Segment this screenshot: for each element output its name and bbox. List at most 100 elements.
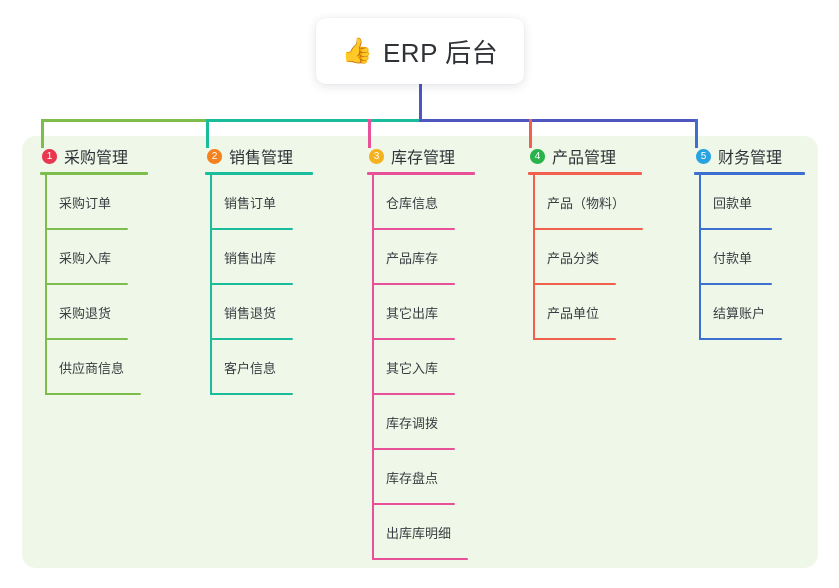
module-item[interactable]: 采购订单 [40,175,190,230]
module-header-rule-2 [205,172,313,175]
module-header-3[interactable]: 3 库存管理 [367,145,517,167]
root-node-title: ERP 后台 [382,37,499,68]
module-item[interactable]: 产品分类 [528,230,683,285]
module-item-label: 出库库明细 [386,526,452,541]
module-item-label: 客户信息 [224,361,277,376]
module-badge-3: 3 [369,148,384,164]
module-item-rule [210,228,293,230]
module-item[interactable]: 结算账户 [694,285,820,340]
module-item[interactable]: 产品（物料） [528,175,683,230]
module-item-label: 产品分类 [547,251,600,266]
module-item[interactable]: 付款单 [694,230,820,285]
module-badge-1: 1 [42,148,57,164]
module-item-rule [372,448,455,450]
module-item[interactable]: 供应商信息 [40,340,190,395]
module-item[interactable]: 产品单位 [528,285,683,340]
module-items-1: 采购订单采购入库采购退货供应商信息 [40,175,190,395]
module-item[interactable]: 销售出库 [205,230,355,285]
module-item-label: 销售退货 [224,306,277,321]
module-item-label: 销售订单 [224,196,277,211]
module-title-4: 产品管理 [552,150,617,167]
module-header-2[interactable]: 2 销售管理 [205,145,355,167]
module-item-label: 采购入库 [59,251,112,266]
module-item[interactable]: 出库库明细 [367,505,517,560]
module-item-rule [699,283,772,285]
module-item-rule [210,338,293,340]
module-item-label: 产品单位 [547,306,600,321]
module-item-rule [533,338,616,340]
module-item-label: 采购订单 [59,196,112,211]
module-item-label: 产品（物料） [547,196,626,211]
module-header-5[interactable]: 5 财务管理 [694,145,820,167]
module-item-label: 结算账户 [713,306,766,321]
module-header-rule-3 [367,172,475,175]
connector-horizontal-right [419,119,698,122]
module-item[interactable]: 其它出库 [367,285,517,340]
module-badge-4: 4 [530,148,545,164]
root-node-inner: 👍 ERP 后台 [342,33,498,70]
connector-drop-4 [529,119,532,148]
module-item-label: 其它入库 [386,361,439,376]
module-item[interactable]: 产品库存 [367,230,517,285]
module-items-5: 回款单付款单结算账户 [694,175,820,340]
module-item[interactable]: 库存盘点 [367,450,517,505]
connector-drop-2 [206,119,209,148]
module-trunk-1 [45,175,47,395]
module-badge-2: 2 [207,148,222,164]
module-item-label: 付款单 [713,251,753,266]
module-item-rule [45,283,128,285]
module-title-5: 财务管理 [718,150,783,167]
module-item-label: 库存盘点 [386,471,439,486]
connector-horizontal-left [41,119,209,122]
module-trunk-5 [699,175,701,340]
module-item[interactable]: 销售退货 [205,285,355,340]
module-item[interactable]: 销售订单 [205,175,355,230]
module-item-rule [699,228,772,230]
module-header-4[interactable]: 4 产品管理 [528,145,683,167]
connector-stem [419,84,422,122]
module-items-3: 仓库信息产品库存其它出库其它入库库存调拨库存盘点出库库明细 [367,175,517,560]
connector-horizontal-mid [206,119,422,122]
module-badge-5: 5 [696,148,711,164]
module-item-rule [45,393,141,395]
root-node-card[interactable]: 👍 ERP 后台 [316,18,524,84]
module-header-1[interactable]: 1 采购管理 [40,145,190,167]
module-item[interactable]: 库存调拨 [367,395,517,450]
module-item-rule [533,283,616,285]
module-title-3: 库存管理 [391,150,456,167]
module-item[interactable]: 仓库信息 [367,175,517,230]
module-column-2: 2 销售管理销售订单销售出库销售退货客户信息 [205,145,355,395]
module-item-rule [372,228,455,230]
module-item[interactable]: 回款单 [694,175,820,230]
module-item-label: 产品库存 [386,251,439,266]
module-header-rule-5 [694,172,805,175]
module-items-4: 产品（物料） 产品分类产品单位 [528,175,683,340]
module-header-rule-4 [528,172,642,175]
module-item[interactable]: 采购退货 [40,285,190,340]
module-header-rule-1 [40,172,148,175]
module-item[interactable]: 采购入库 [40,230,190,285]
modules-panel [22,136,818,568]
module-item-label: 其它出库 [386,306,439,321]
module-item-rule [372,283,455,285]
module-item[interactable]: 客户信息 [205,340,355,395]
module-item-rule [210,393,293,395]
module-title-2: 销售管理 [229,150,294,167]
module-item-label: 供应商信息 [59,361,125,376]
module-item-rule [372,503,455,505]
thumbs-up-icon: 👍 [341,36,373,65]
module-item-label: 销售出库 [224,251,277,266]
module-column-5: 5 财务管理回款单付款单结算账户 [694,145,820,340]
module-item-rule [45,338,128,340]
module-item-label: 采购退货 [59,306,112,321]
module-item-rule [372,338,455,340]
module-items-2: 销售订单销售出库销售退货客户信息 [205,175,355,395]
module-item[interactable]: 其它入库 [367,340,517,395]
module-trunk-4 [533,175,535,340]
connector-drop-5 [695,119,698,148]
module-item-rule [533,228,643,230]
module-item-rule [372,558,468,560]
module-title-1: 采购管理 [64,150,129,167]
module-item-label: 库存调拨 [386,416,439,431]
